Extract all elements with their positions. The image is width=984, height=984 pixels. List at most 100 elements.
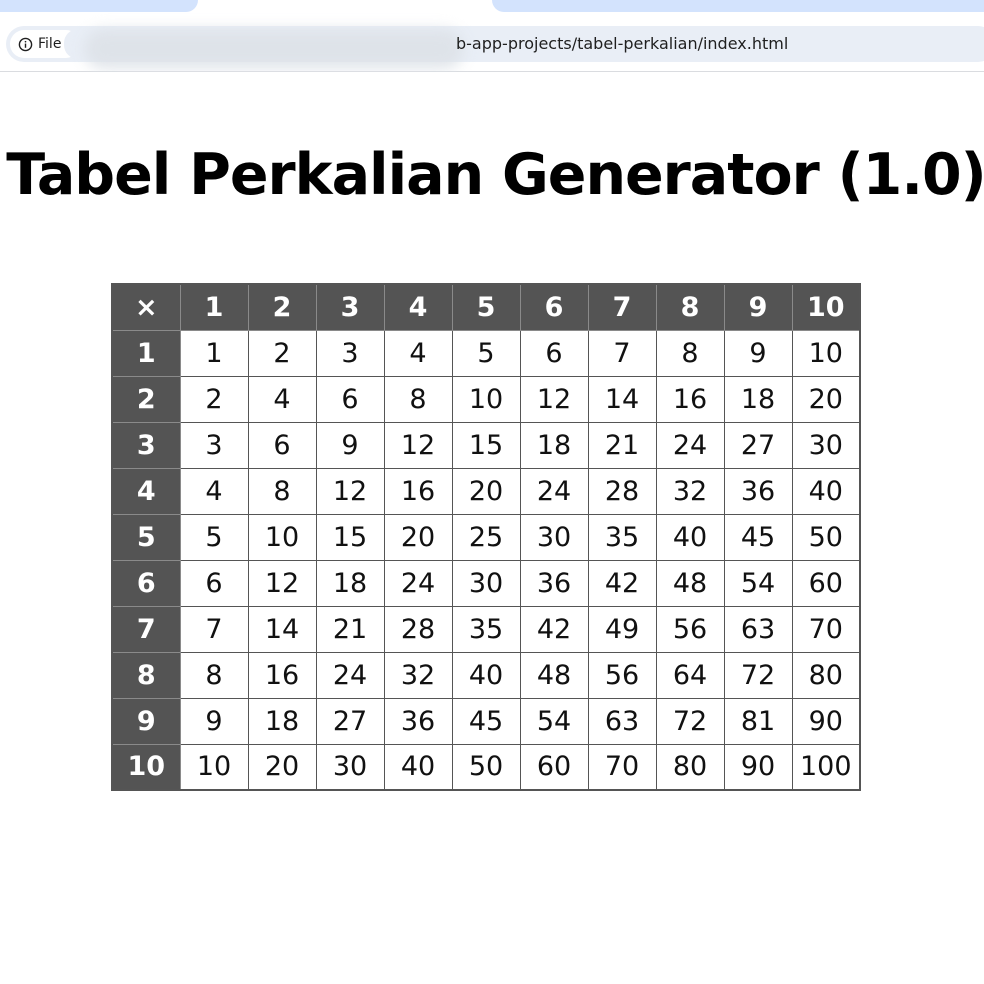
row-header: 4 bbox=[111, 467, 181, 515]
product-cell: 15 bbox=[451, 421, 521, 469]
product-cell: 6 bbox=[247, 421, 317, 469]
product-cell: 63 bbox=[587, 697, 657, 745]
product-cell: 20 bbox=[791, 375, 861, 423]
product-cell: 21 bbox=[587, 421, 657, 469]
product-cell: 12 bbox=[519, 375, 589, 423]
product-cell: 8 bbox=[383, 375, 453, 423]
column-header: 10 bbox=[791, 283, 861, 331]
row-header: 9 bbox=[111, 697, 181, 745]
product-cell: 70 bbox=[587, 743, 657, 791]
row-header: 5 bbox=[111, 513, 181, 561]
product-cell: 12 bbox=[315, 467, 385, 515]
product-cell: 4 bbox=[383, 329, 453, 377]
product-cell: 18 bbox=[247, 697, 317, 745]
product-cell: 8 bbox=[655, 329, 725, 377]
row-header: 8 bbox=[111, 651, 181, 699]
product-cell: 27 bbox=[723, 421, 793, 469]
product-cell: 80 bbox=[791, 651, 861, 699]
product-cell: 45 bbox=[451, 697, 521, 745]
row-header: 3 bbox=[111, 421, 181, 469]
row-header: 1 bbox=[111, 329, 181, 377]
column-header: 9 bbox=[723, 283, 793, 331]
product-cell: 90 bbox=[791, 697, 861, 745]
product-cell: 48 bbox=[655, 559, 725, 607]
product-cell: 60 bbox=[519, 743, 589, 791]
table-header-row: × 1 2 3 4 5 6 7 8 9 10 bbox=[111, 283, 861, 331]
site-info-label: File bbox=[38, 36, 62, 52]
product-cell: 2 bbox=[247, 329, 317, 377]
product-cell: 3 bbox=[179, 421, 249, 469]
url-text[interactable]: b-app-projects/tabel-perkalian/index.htm… bbox=[456, 34, 789, 53]
column-header: 8 bbox=[655, 283, 725, 331]
product-cell: 5 bbox=[451, 329, 521, 377]
product-cell: 42 bbox=[587, 559, 657, 607]
product-cell: 25 bbox=[451, 513, 521, 561]
product-cell: 32 bbox=[655, 467, 725, 515]
product-cell: 16 bbox=[383, 467, 453, 515]
product-cell: 32 bbox=[383, 651, 453, 699]
product-cell: 42 bbox=[519, 605, 589, 653]
page-content: Tabel Perkalian Generator (1.0) × 1 2 3 … bbox=[0, 72, 984, 984]
product-cell: 70 bbox=[791, 605, 861, 653]
product-cell: 20 bbox=[451, 467, 521, 515]
product-cell: 4 bbox=[179, 467, 249, 515]
product-cell: 72 bbox=[655, 697, 725, 745]
product-cell: 9 bbox=[723, 329, 793, 377]
product-cell: 28 bbox=[587, 467, 657, 515]
product-cell: 6 bbox=[315, 375, 385, 423]
product-cell: 12 bbox=[383, 421, 453, 469]
product-cell: 50 bbox=[791, 513, 861, 561]
product-cell: 24 bbox=[383, 559, 453, 607]
product-cell: 45 bbox=[723, 513, 793, 561]
address-bar[interactable]: File b-app-projects/tabel-perkalian/inde… bbox=[6, 26, 984, 69]
product-cell: 14 bbox=[587, 375, 657, 423]
page-title: Tabel Perkalian Generator (1.0) bbox=[6, 142, 984, 208]
column-header: 6 bbox=[519, 283, 589, 331]
product-cell: 9 bbox=[179, 697, 249, 745]
product-cell: 36 bbox=[723, 467, 793, 515]
browser-tab[interactable] bbox=[0, 0, 198, 12]
tab-strip bbox=[0, 0, 984, 22]
product-cell: 30 bbox=[519, 513, 589, 561]
product-cell: 56 bbox=[587, 651, 657, 699]
redacted-url-blur bbox=[84, 29, 464, 69]
product-cell: 18 bbox=[315, 559, 385, 607]
product-cell: 48 bbox=[519, 651, 589, 699]
row-header: 6 bbox=[111, 559, 181, 607]
product-cell: 56 bbox=[655, 605, 725, 653]
product-cell: 18 bbox=[519, 421, 589, 469]
product-cell: 4 bbox=[247, 375, 317, 423]
row-header: 10 bbox=[111, 743, 181, 791]
product-cell: 40 bbox=[451, 651, 521, 699]
product-cell: 35 bbox=[587, 513, 657, 561]
product-cell: 81 bbox=[723, 697, 793, 745]
product-cell: 8 bbox=[179, 651, 249, 699]
product-cell: 30 bbox=[315, 743, 385, 791]
product-cell: 63 bbox=[723, 605, 793, 653]
product-cell: 1 bbox=[179, 329, 249, 377]
column-header: 5 bbox=[451, 283, 521, 331]
product-cell: 100 bbox=[791, 743, 861, 791]
product-cell: 90 bbox=[723, 743, 793, 791]
product-cell: 28 bbox=[383, 605, 453, 653]
product-cell: 10 bbox=[451, 375, 521, 423]
corner-cell: × bbox=[111, 283, 181, 331]
row-header: 7 bbox=[111, 605, 181, 653]
product-cell: 16 bbox=[247, 651, 317, 699]
browser-tab[interactable] bbox=[492, 0, 984, 12]
info-icon bbox=[18, 37, 33, 51]
row-header: 2 bbox=[111, 375, 181, 423]
column-header: 1 bbox=[179, 283, 249, 331]
product-cell: 2 bbox=[179, 375, 249, 423]
